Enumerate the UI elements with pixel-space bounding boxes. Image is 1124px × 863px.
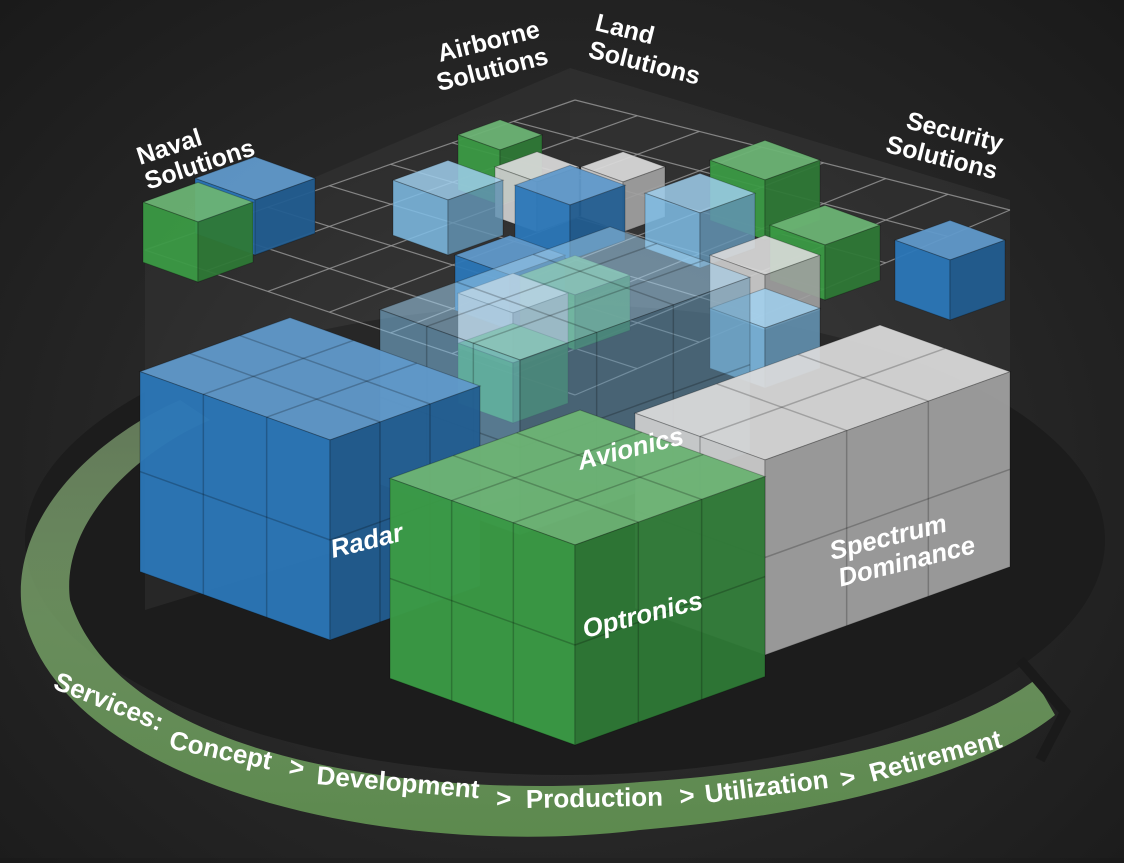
cube-blue-security-right [949,239,1006,321]
separator-1: > [287,751,306,783]
cube-layer [138,119,1012,746]
cube-lightblue-1 [391,159,505,256]
separator-2: > [496,783,512,813]
block-optronics [388,409,767,746]
cube-blue-security [893,219,1007,321]
cube-green-naval-right [197,201,254,283]
cube-gray-3-top [708,234,822,276]
cube-green-naval [141,181,255,283]
cube-green-right-2-right [824,224,881,301]
ring-arrow-icon [1016,656,1072,763]
block-radar [138,317,482,641]
cube-lightblue-1-right [447,179,504,256]
services-ring [20,400,1056,837]
block-optronics-right [574,475,766,746]
separator-4: > [837,762,858,794]
cube-blue-naval-right [254,177,316,256]
land-label: Land Solutions [586,9,710,91]
stage-production: Production [526,782,664,814]
separator-3: > [678,780,695,811]
